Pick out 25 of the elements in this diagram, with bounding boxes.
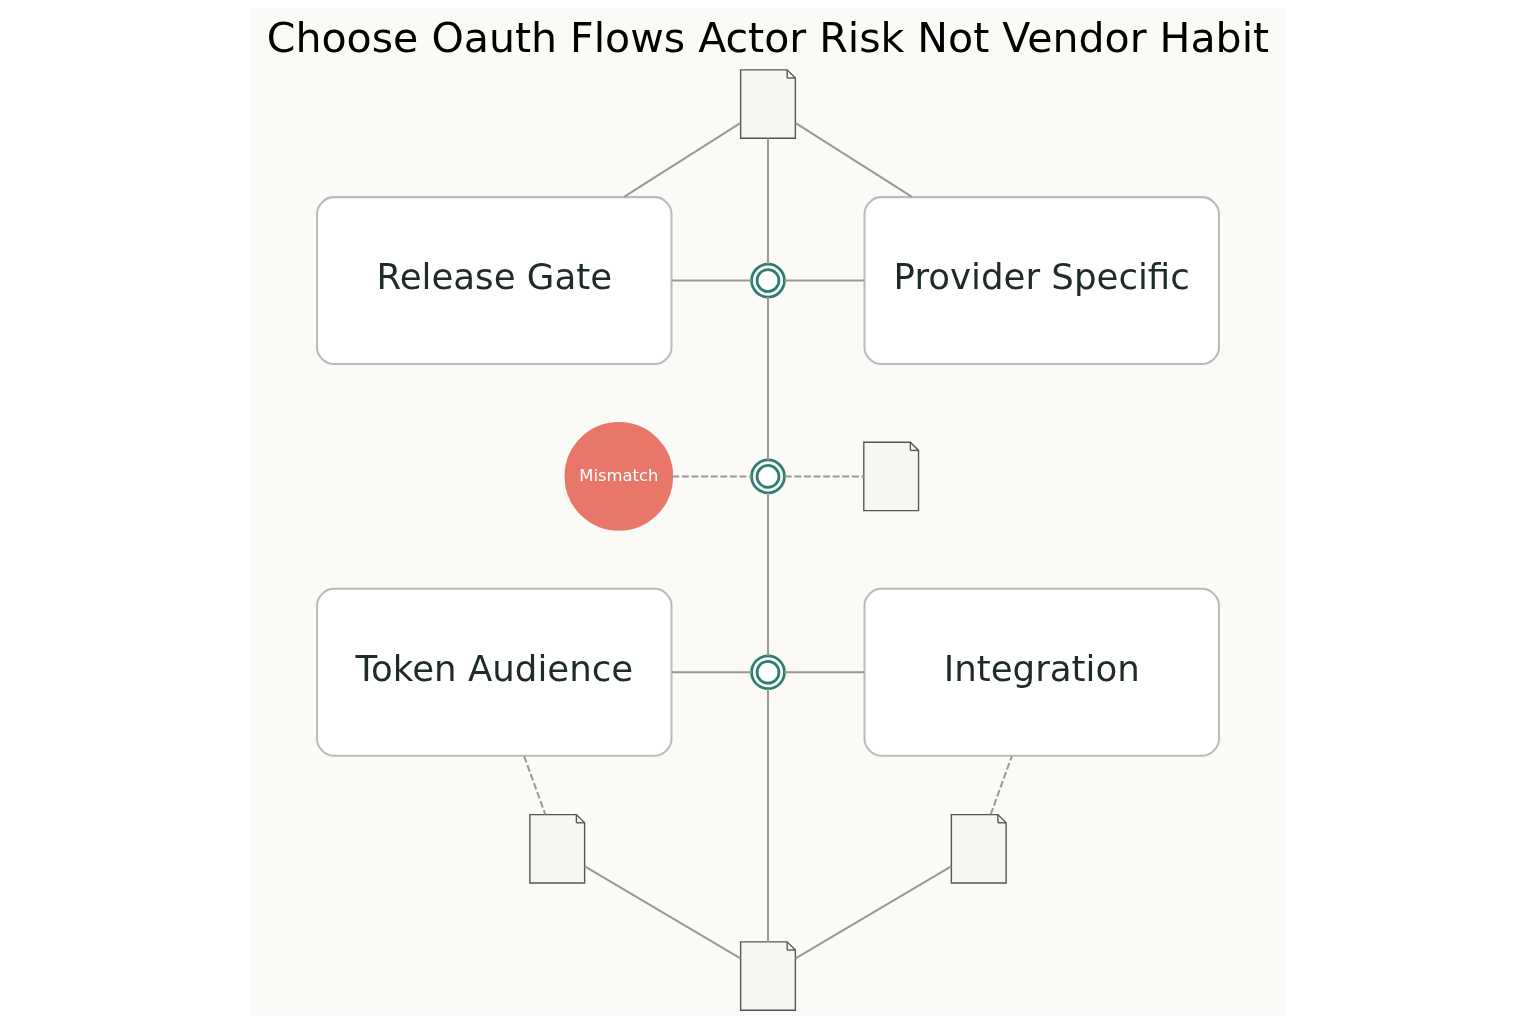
node-box: Release Gate: [316, 196, 673, 366]
connector: [671, 279, 752, 282]
connector: [795, 122, 913, 198]
connector: [766, 138, 770, 264]
connector: [766, 492, 770, 656]
node-box: Token Audience: [316, 587, 673, 757]
connector: [623, 122, 741, 198]
connector: [795, 865, 952, 960]
connector: [671, 671, 752, 674]
node-circle: Mismatch: [564, 422, 674, 531]
node-circle: [750, 458, 786, 495]
connector: [784, 671, 865, 674]
connector: [766, 297, 770, 460]
connector: [989, 755, 1013, 815]
connector: [784, 279, 865, 282]
connector: [672, 475, 752, 478]
connector: [784, 475, 864, 478]
connector: [523, 755, 547, 815]
node-box: Provider Specific: [863, 196, 1220, 366]
node-box: Integration: [863, 587, 1220, 757]
node-circle: [750, 654, 786, 691]
connector: [584, 865, 741, 960]
diagram-title: Choose Oauth Flows Actor Risk Not Vendor Habit: [266, 14, 1270, 63]
node-circle: [750, 262, 786, 299]
connector: [766, 688, 770, 942]
